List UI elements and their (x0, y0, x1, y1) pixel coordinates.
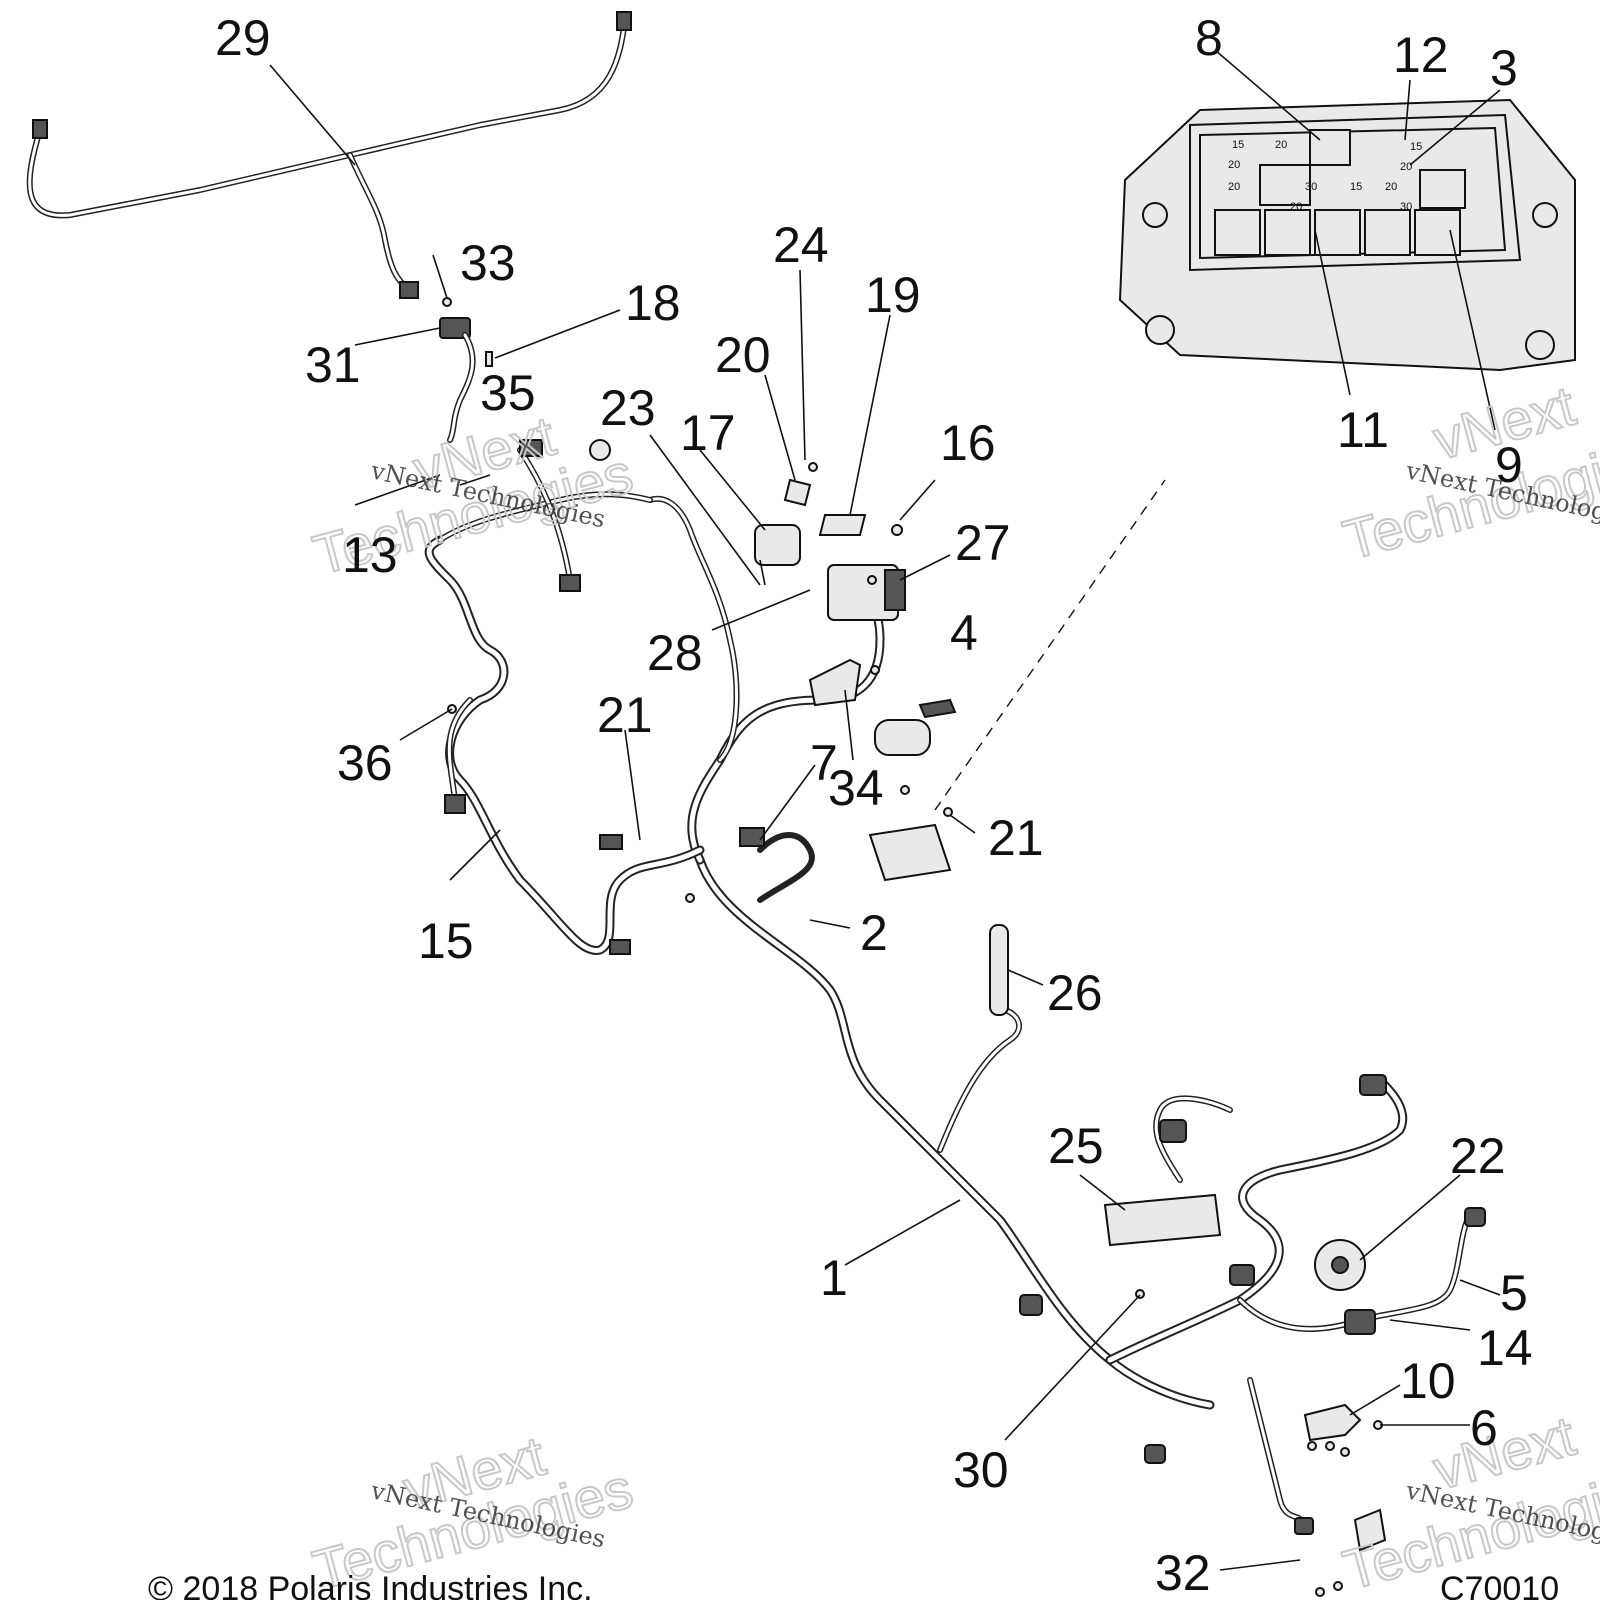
callout-9: 9 (1495, 437, 1523, 493)
fuse-label: 20 (1228, 181, 1240, 193)
callout-26: 26 (1047, 965, 1103, 1021)
callout-13: 13 (342, 527, 398, 583)
connector-31-assembly (439, 297, 493, 443)
callout-2: 2 (860, 905, 888, 961)
callout-16: 16 (940, 415, 996, 471)
callout-32: 32 (1155, 1545, 1211, 1600)
callout-14: 14 (1477, 1320, 1533, 1376)
fuse-labels: 15 20 20 15 20 20 30 15 20 20 30 (1228, 139, 1422, 213)
callout-21-left: 21 (597, 687, 653, 743)
callout-31: 31 (305, 337, 361, 393)
detail-reference-line (934, 479, 1166, 811)
main-harness (647, 495, 1215, 1410)
callout-23: 23 (600, 380, 656, 436)
fuse-label: 15 (1232, 139, 1244, 151)
callout-22: 22 (1450, 1128, 1506, 1184)
figure-code: C70010 (1440, 1570, 1559, 1600)
callout-4: 4 (950, 605, 978, 661)
callout-24: 24 (773, 217, 829, 273)
callout-33: 33 (460, 235, 516, 291)
fuse-label: 20 (1290, 201, 1302, 213)
rear-light-harness (26, 11, 632, 299)
watermarks: vNext Technologies vNext Technologies vN… (306, 373, 1600, 1600)
fuse-box-detail (1118, 98, 1576, 372)
callout-6: 6 (1470, 1400, 1498, 1456)
chassis-harness-left (424, 439, 765, 955)
fuse-label: 20 (1228, 159, 1240, 171)
callout-21-right: 21 (988, 810, 1044, 866)
callout-35: 35 (480, 365, 536, 421)
callout-11: 11 (1337, 402, 1389, 458)
callout-5: 5 (1500, 1265, 1528, 1321)
callout-8: 8 (1195, 10, 1223, 66)
callout-25: 25 (1048, 1118, 1104, 1174)
callout-36: 36 (337, 735, 393, 791)
callout-15: 15 (418, 913, 474, 969)
callout-27: 27 (955, 515, 1011, 571)
callout-numbers: 1 2 3 4 5 6 7 8 9 10 11 12 13 14 15 16 1… (215, 10, 1533, 1600)
fuse-label: 30 (1305, 181, 1317, 193)
callout-30: 30 (953, 1442, 1009, 1498)
callout-10: 10 (1400, 1353, 1456, 1409)
leader-lines (269, 49, 1501, 1571)
callout-29: 29 (215, 10, 271, 66)
fuse-label: 30 (1400, 201, 1412, 213)
fuse-label: 20 (1275, 139, 1287, 151)
callout-7: 7 (810, 735, 838, 791)
callout-3: 3 (1490, 40, 1518, 96)
callout-28: 28 (647, 625, 703, 681)
callout-18: 18 (625, 275, 681, 331)
callout-17: 17 (680, 405, 736, 461)
protective-sleeve-26 (989, 924, 1009, 1016)
callout-20: 20 (715, 327, 771, 383)
rear-harness-cluster (1019, 1074, 1486, 1597)
callout-19: 19 (865, 267, 921, 323)
callout-34: 34 (828, 760, 884, 816)
center-components (447, 462, 957, 903)
copyright-notice: © 2018 Polaris Industries Inc. (148, 1570, 593, 1600)
fuse-label: 15 (1350, 181, 1362, 193)
fuse-label: 15 (1410, 141, 1422, 153)
fuse-label: 20 (1385, 181, 1397, 193)
callout-12: 12 (1393, 27, 1449, 83)
fuse-label: 20 (1400, 161, 1412, 173)
callout-1: 1 (820, 1250, 848, 1306)
